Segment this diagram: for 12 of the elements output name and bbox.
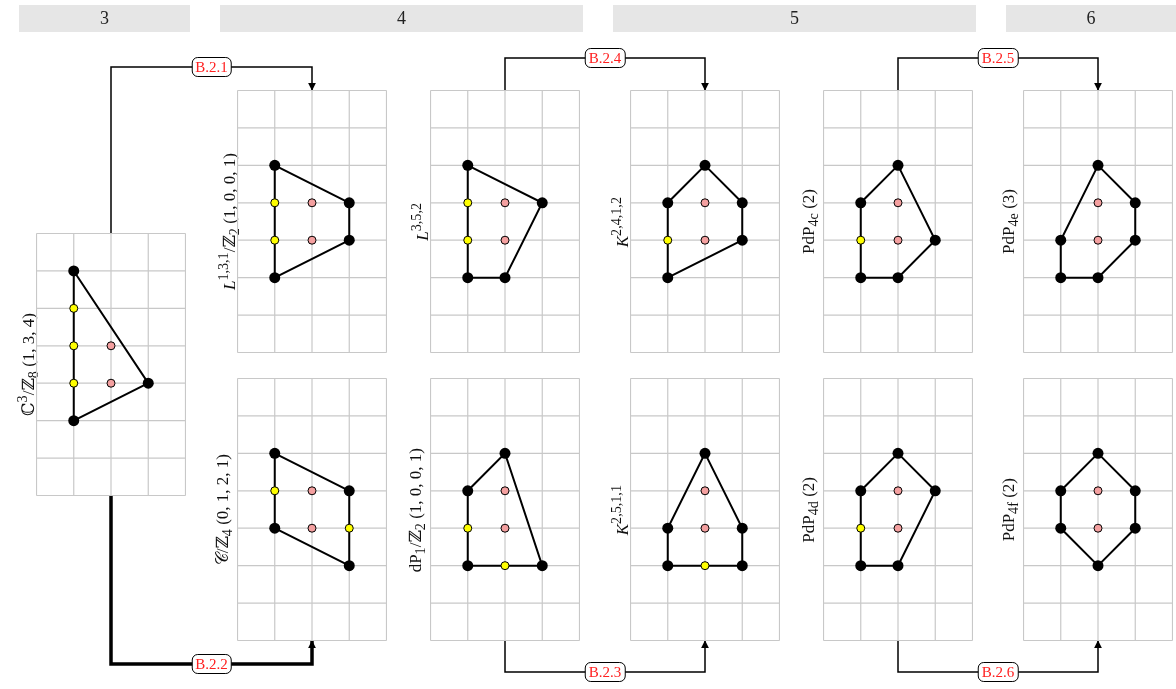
- edge-label: B.2.1: [191, 57, 232, 77]
- edge-label: B.2.2: [191, 654, 232, 674]
- edge-label: B.2.6: [977, 662, 1019, 682]
- column-header: 5: [613, 5, 976, 32]
- edge-label: B.2.5: [977, 48, 1019, 68]
- edge-label: B.2.4: [584, 48, 626, 68]
- edge-label: B.2.3: [584, 662, 626, 682]
- arrow: [109, 496, 316, 666]
- arrow: [110, 66, 316, 234]
- column-header: 6: [1006, 5, 1176, 32]
- column-header: 4: [220, 5, 583, 32]
- column-header: 3: [19, 5, 190, 32]
